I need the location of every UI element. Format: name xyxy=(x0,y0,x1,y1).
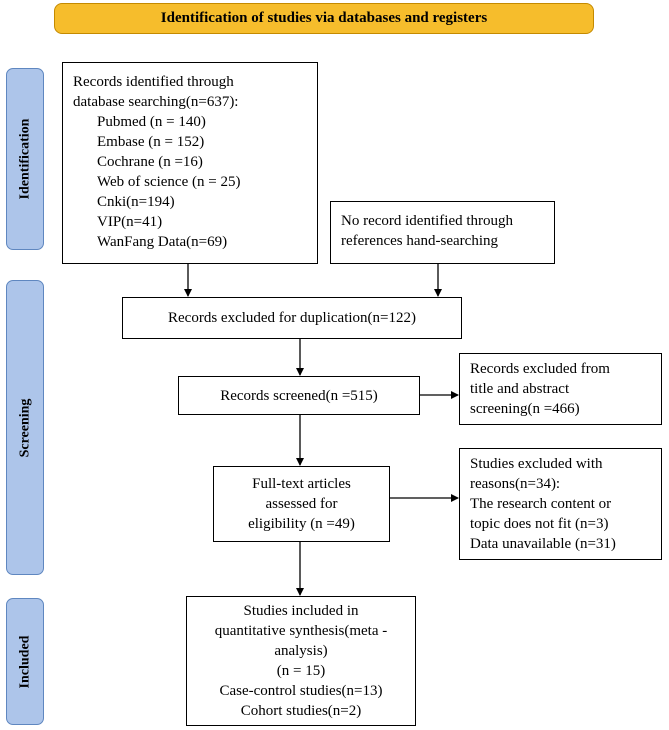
included-line-2: quantitative synthesis(meta - xyxy=(214,623,388,639)
flowchart-header: Identification of studies via databases … xyxy=(54,3,594,34)
fulltext-box: Full-text articles assessed for eligibil… xyxy=(213,466,390,542)
records-identified-box: Records identified through database sear… xyxy=(62,62,318,264)
source-item: Pubmed (n = 140) xyxy=(97,114,206,130)
hand-search-line-1: No record identified through xyxy=(341,213,514,229)
header-title: Identification of studies via databases … xyxy=(160,10,488,26)
source-item: WanFang Data(n=69) xyxy=(97,234,228,250)
source-item: Cochrane (n =16) xyxy=(97,154,203,170)
excluded-title-line-1: Records excluded from xyxy=(470,361,610,377)
screened-text: Records screened(n =515) xyxy=(220,387,378,404)
duplication-box: Records excluded for duplication(n=122) xyxy=(122,297,462,339)
source-item: Cnki(n=194) xyxy=(97,194,175,210)
excluded-reasons-line-1: Studies excluded with xyxy=(470,456,603,472)
source-item: Embase (n = 152) xyxy=(97,134,205,150)
records-identified-heading-2: database searching(n=637): xyxy=(73,94,239,110)
phase-included: Included xyxy=(6,598,44,725)
included-line-6: Cohort studies(n=2) xyxy=(240,703,362,719)
phase-identification: Identification xyxy=(6,68,44,250)
excluded-title-abstract-box: Records excluded from title and abstract… xyxy=(459,353,662,425)
fulltext-line-3: eligibility (n =49) xyxy=(248,516,355,532)
fulltext-line-1: Full-text articles xyxy=(252,476,351,492)
records-identified-heading-1: Records identified through xyxy=(73,74,234,90)
source-item: Web of science (n = 25) xyxy=(97,174,241,190)
included-box: Studies included in quantitative synthes… xyxy=(186,596,416,726)
phase-screening: Screening xyxy=(6,280,44,575)
included-line-1: Studies included in xyxy=(243,603,359,619)
excluded-reasons-box: Studies excluded with reasons(n=34): The… xyxy=(459,448,662,560)
excluded-title-line-2: title and abstract xyxy=(470,381,570,397)
fulltext-line-2: assessed for xyxy=(265,496,338,512)
excluded-reasons-line-4: topic does not fit (n=3) xyxy=(470,516,609,532)
hand-search-line-2: references hand-searching xyxy=(341,233,498,249)
included-line-4: (n = 15) xyxy=(276,663,326,679)
excluded-title-line-3: screening(n =466) xyxy=(470,401,580,417)
source-item: VIP(n=41) xyxy=(97,214,163,230)
included-line-3: analysis) xyxy=(274,643,328,659)
screened-box: Records screened(n =515) xyxy=(178,376,420,415)
excluded-reasons-line-5: Data unavailable (n=31) xyxy=(470,536,616,552)
duplication-text: Records excluded for duplication(n=122) xyxy=(168,310,416,326)
included-line-5: Case-control studies(n=13) xyxy=(219,683,383,699)
excluded-reasons-line-3: The research content or xyxy=(470,496,612,512)
hand-search-box: No record identified through references … xyxy=(330,201,555,264)
excluded-reasons-line-2: reasons(n=34): xyxy=(470,476,561,492)
